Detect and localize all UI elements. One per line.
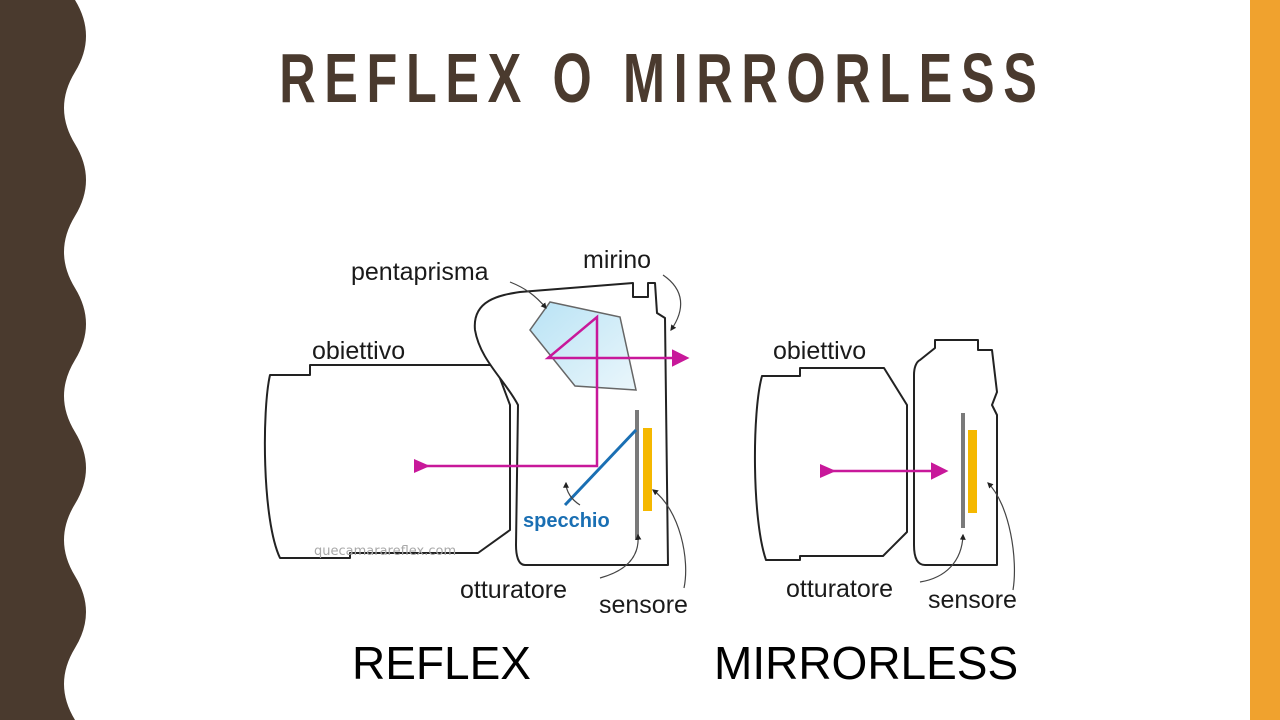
pentaprisma-pointer [509, 281, 547, 309]
label-mirrorless-sensore: sensore [928, 586, 1017, 614]
watermark: quecamarareflex.com [314, 544, 456, 559]
pentaprism [529, 301, 637, 391]
specchio-pointer [563, 481, 581, 506]
label-mirino: mirino [583, 246, 651, 274]
mirrorless-sensore-pointer [987, 482, 1016, 591]
heading-reflex: REFLEX [352, 637, 531, 689]
label-reflex-otturatore: otturatore [460, 576, 567, 604]
label-mirrorless-obiettivo: obiettivo [773, 337, 866, 365]
label-reflex-sensore: sensore [599, 591, 688, 619]
reflex-mirror [563, 428, 638, 507]
label-pentaprisma: pentaprisma [351, 258, 489, 286]
mirino-pointer [662, 274, 682, 331]
reflex-light-path [420, 314, 690, 468]
mirrorless-camera: obiettivo otturatore sensore MIRRORLESS [714, 337, 1018, 689]
reflex-camera: pentaprisma mirino obiettivo specchio ot… [263, 246, 690, 689]
right-accent-bar [1250, 0, 1280, 720]
mirrorless-sensor [968, 430, 977, 513]
slide-title: REFLEX O MIRRORLESS [279, 39, 1046, 117]
mirrorless-lens-outline [753, 367, 908, 561]
heading-mirrorless: MIRRORLESS [714, 637, 1018, 689]
label-specchio: specchio [523, 510, 610, 532]
mirrorless-body-outline [913, 339, 998, 566]
mirrorless-otturatore-pointer [919, 533, 966, 583]
reflex-sensor [643, 428, 652, 511]
reflex-sensore-pointer [652, 489, 687, 589]
label-reflex-obiettivo: obiettivo [312, 337, 405, 365]
mirrorless-ray-entry-arrow [820, 464, 836, 478]
label-mirrorless-otturatore: otturatore [786, 575, 893, 603]
reflex-otturatore-pointer [599, 533, 642, 579]
left-wavy-border [0, 0, 86, 720]
reflex-ray-entry-arrow [414, 459, 430, 473]
reflex-lens-outline [263, 364, 511, 559]
